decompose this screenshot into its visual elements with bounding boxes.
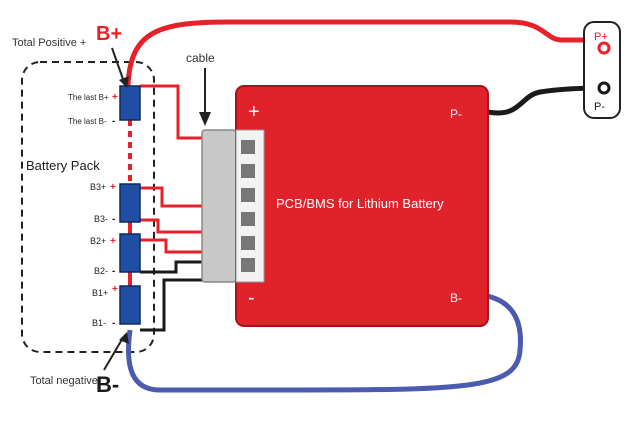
battery-pack-outline [21, 61, 155, 353]
terminal-p-minus-ring [597, 81, 611, 95]
cell-b2-neg-sign: - [112, 266, 115, 277]
red-wire-total-positive [125, 19, 604, 87]
pcb-plus-label: + [248, 101, 260, 123]
cell-last [119, 85, 141, 121]
terminal-p-plus-label: P+ [594, 31, 608, 43]
socket-pin [241, 236, 255, 250]
cell-last-pos-label: The last B+ [68, 93, 109, 102]
cable-label: cable [186, 51, 215, 65]
socket-pin [241, 164, 255, 178]
battery-pack-label: Battery Pack [26, 158, 100, 173]
socket-pin [241, 140, 255, 154]
cell-last-neg-label: The last B- [68, 117, 107, 126]
cell-last-pos-sign: + [112, 92, 118, 103]
balance-wire-black-b1-neg [140, 278, 206, 332]
pcb-b-minus-label: B- [450, 291, 462, 305]
cell-b2-neg-label: B2- [94, 266, 108, 276]
cell-b1-neg-sign: - [112, 318, 115, 329]
terminal-p-plus-ring [597, 41, 611, 55]
cell-b1-neg-label: B1- [92, 318, 106, 328]
b-minus-arrow-head [119, 332, 129, 344]
cable-connector [201, 129, 237, 283]
terminal-p-minus-label: P- [594, 101, 605, 113]
pcb-socket [235, 129, 265, 283]
balance-wire-red-b3b [140, 218, 206, 234]
socket-pin [241, 212, 255, 226]
total-positive-label: Total Positive + [12, 37, 86, 49]
pcb-minus-label: - [248, 287, 255, 309]
cell-b2-pos-sign: + [110, 236, 116, 247]
output-terminal [583, 21, 621, 119]
cell-b3-neg-label: B3- [94, 214, 108, 224]
pcb-title: PCB/BMS for Lithium Battery [276, 196, 444, 211]
cell-b3-neg-sign: - [112, 214, 115, 225]
cell-b2-pos-label: B2+ [90, 236, 106, 246]
cell-b3 [119, 183, 141, 223]
cable-arrow-head [199, 112, 211, 126]
b-minus-label: B- [96, 372, 119, 397]
blue-wire-b-minus [126, 291, 523, 393]
cell-b1-pos-sign: + [112, 284, 118, 295]
socket-pin [241, 258, 255, 272]
pcb-p-minus-label: P- [450, 107, 462, 121]
cell-b1 [119, 285, 141, 325]
cell-last-neg-sign: - [112, 116, 115, 127]
cell-b1-pos-label: B1+ [92, 288, 108, 298]
total-negative-label: Total negative- [30, 375, 102, 387]
balance-wire-red-b3 [140, 186, 206, 208]
b-minus-arrow [103, 335, 125, 371]
b-plus-arrow [111, 47, 125, 83]
b-plus-label: B+ [96, 23, 122, 45]
cell-b2 [119, 233, 141, 273]
cell-b3-pos-label: B3+ [90, 182, 106, 192]
socket-pin [241, 188, 255, 202]
b-plus-arrow-head [119, 76, 129, 88]
cell-b3-pos-sign: + [110, 182, 116, 193]
balance-wire-red-last [140, 84, 206, 140]
balance-wire-red-b2 [140, 238, 206, 254]
balance-wire-black-b1 [140, 260, 206, 274]
